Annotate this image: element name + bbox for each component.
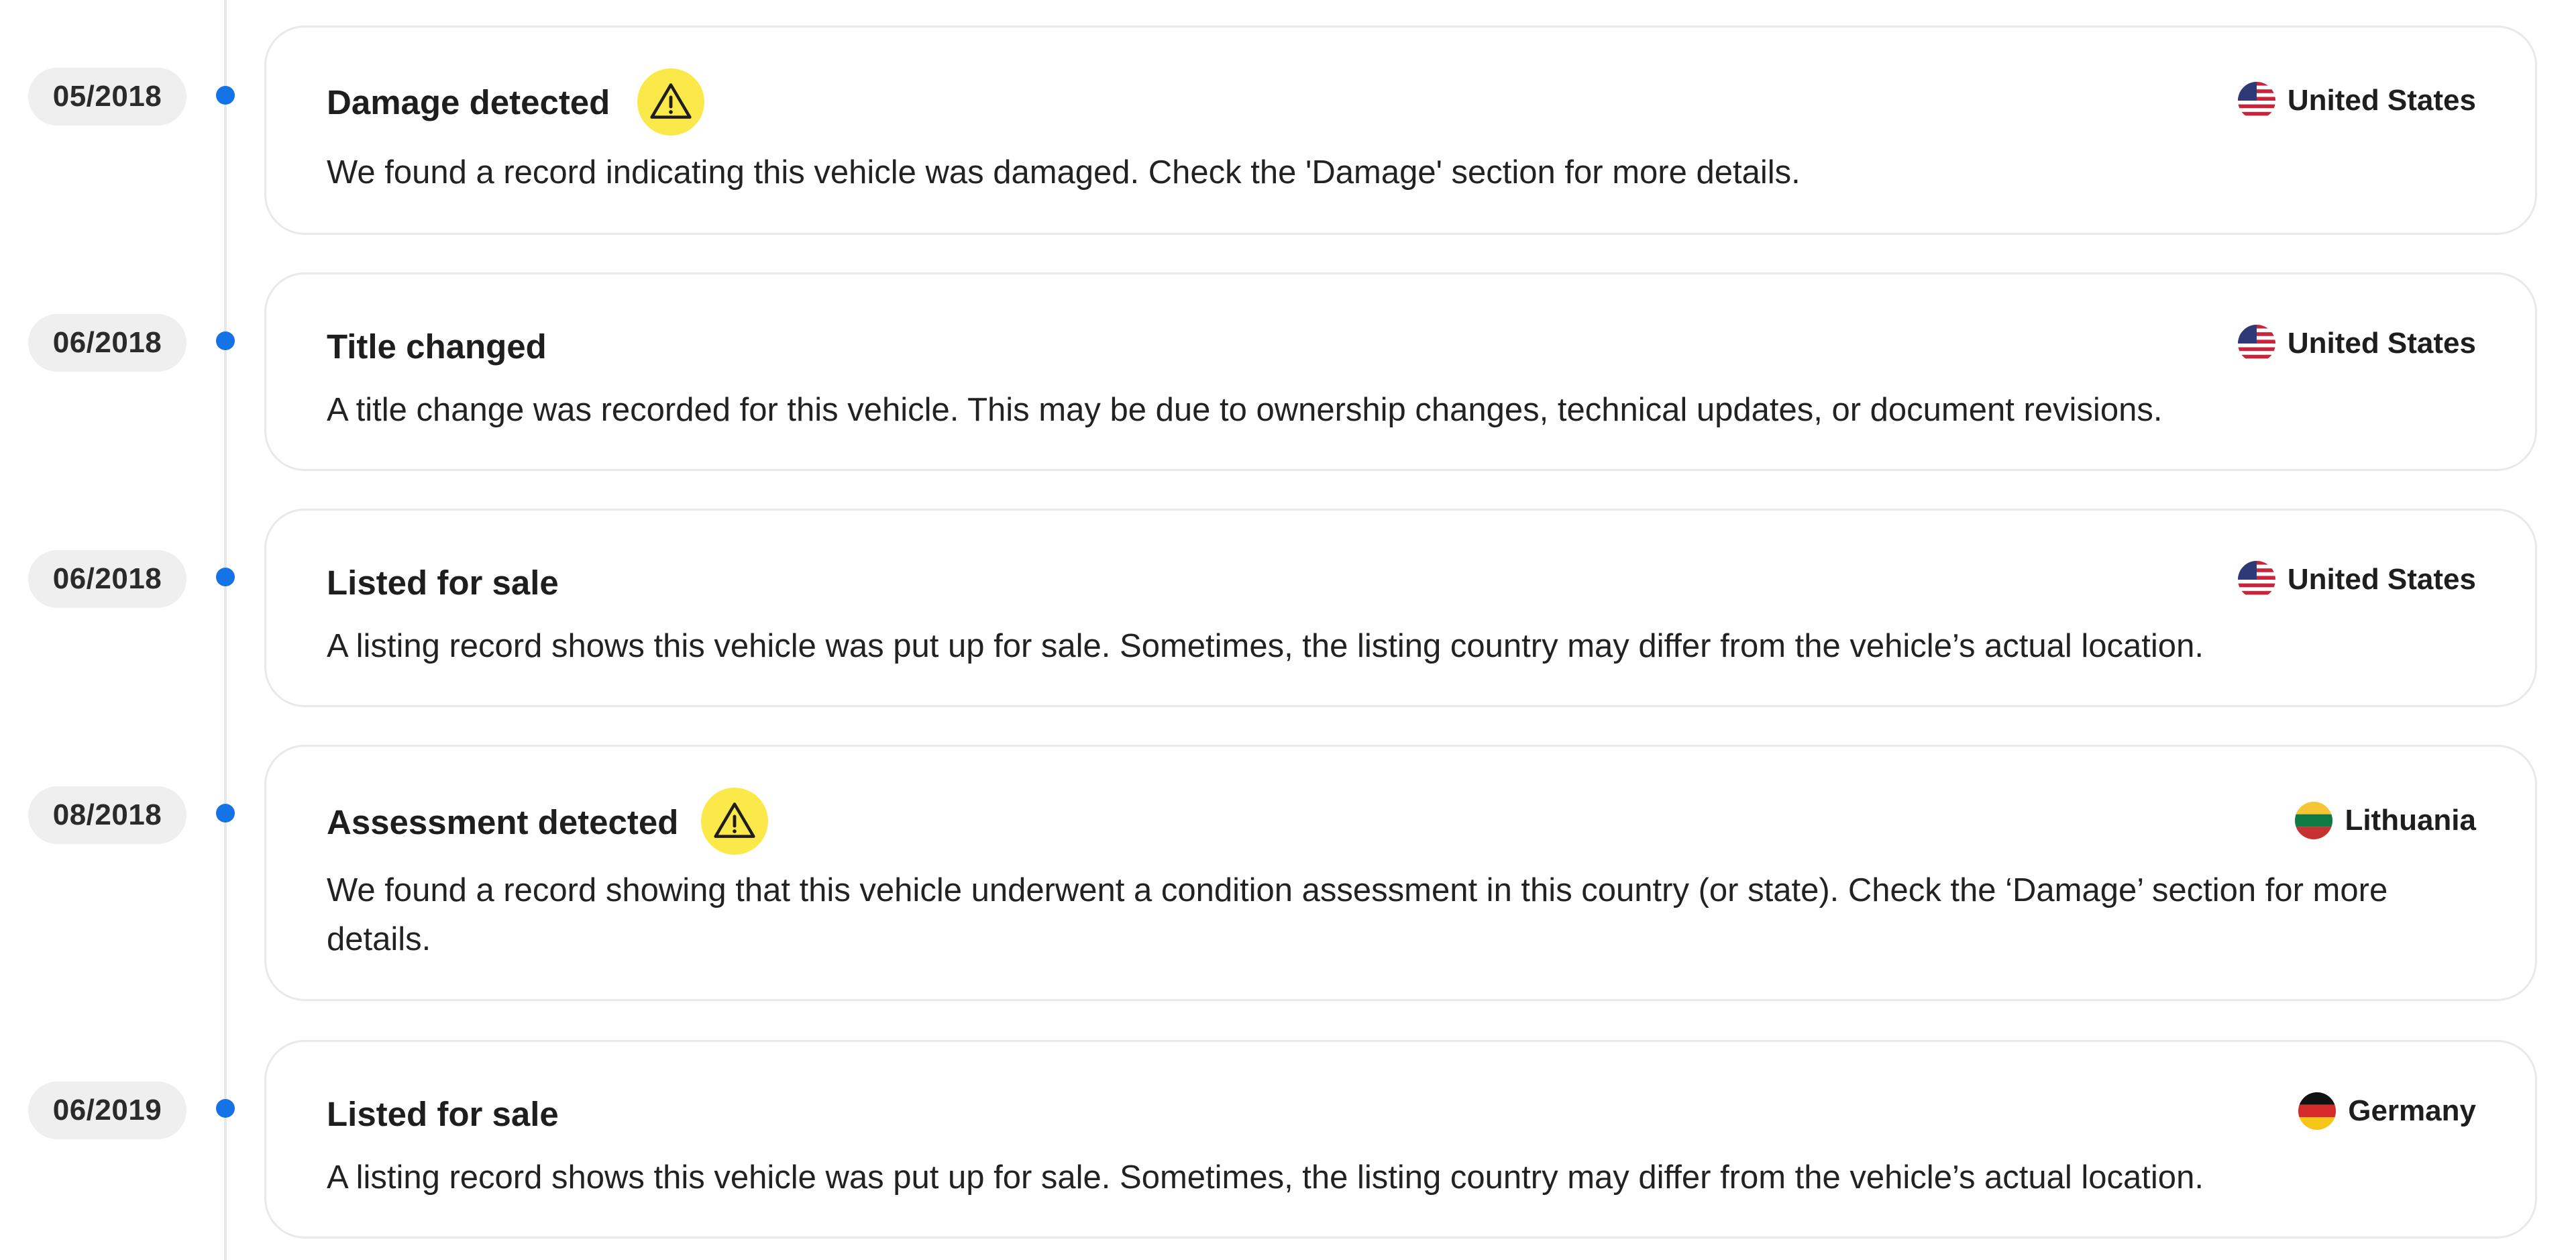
event-title: Assessment detected (327, 803, 679, 841)
event-card: Assessment detected Lithuania We found a… (264, 745, 2537, 1001)
event-description: We found a record showing that this vehi… (327, 872, 2388, 957)
warning-triangle-icon (637, 68, 704, 136)
germany-flag-icon (2298, 1092, 2337, 1130)
event-description: We found a record indicating this vehicl… (327, 154, 1801, 191)
country-name: United States (2287, 563, 2476, 596)
event-country: United States (2237, 82, 2476, 119)
event-title: Listed for sale (327, 1095, 559, 1133)
event-description: A title change was recorded for this veh… (327, 392, 2163, 428)
us-flag-icon (2237, 82, 2275, 119)
event-description: A listing record shows this vehicle was … (327, 1159, 2204, 1196)
event-card: Listed for sale Germany A listing record… (264, 1040, 2537, 1239)
event-title: Listed for sale (327, 564, 559, 602)
lithuania-flag-icon (2295, 802, 2333, 839)
date-badge: 06/2019 (28, 1082, 186, 1139)
event-card: Listed for sale United States A listing … (264, 509, 2537, 707)
timeline-dot (216, 331, 235, 350)
us-flag-icon (2237, 561, 2275, 598)
event-country: Germany (2298, 1092, 2476, 1130)
date-badge: 05/2018 (28, 68, 186, 125)
event-title: Title changed (327, 327, 547, 366)
event-country: United States (2237, 561, 2476, 598)
country-name: Lithuania (2345, 804, 2476, 837)
date-badge: 06/2018 (28, 314, 186, 372)
timeline-dot (216, 1099, 235, 1118)
timeline-dot (216, 804, 235, 823)
warning-triangle-icon (701, 788, 768, 855)
timeline-line (224, 0, 227, 1260)
event-title: Damage detected (327, 83, 610, 121)
date-badge: 08/2018 (28, 786, 186, 844)
us-flag-icon (2237, 325, 2275, 362)
date-badge: 06/2018 (28, 550, 186, 608)
country-name: Germany (2348, 1094, 2476, 1127)
country-name: United States (2287, 327, 2476, 360)
country-name: United States (2287, 84, 2476, 117)
timeline-dot (216, 568, 235, 586)
event-country: Lithuania (2295, 802, 2476, 839)
event-card: Title changed United States A title chan… (264, 272, 2537, 471)
timeline-dot (216, 86, 235, 105)
event-country: United States (2237, 325, 2476, 362)
event-description: A listing record shows this vehicle was … (327, 628, 2204, 664)
event-card: Damage detected United St (264, 25, 2537, 235)
